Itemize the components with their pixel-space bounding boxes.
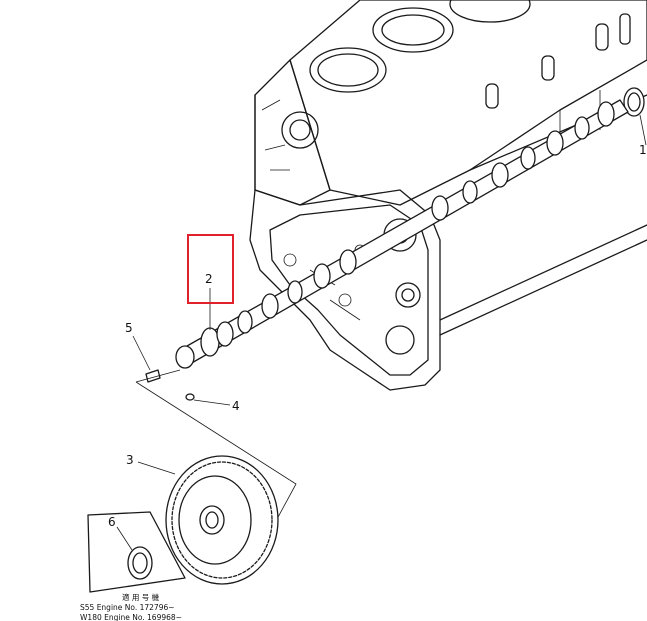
part-2-camshaft [175, 99, 629, 369]
part-5-pin [132, 335, 161, 383]
camshaft-lobes [200, 101, 615, 357]
callout-2: 2 [205, 272, 213, 286]
applicability-heading: 適 用 号 機 [122, 592, 160, 602]
callout-1: 1 [639, 143, 647, 157]
highlight-box [187, 234, 234, 304]
part-4-key [185, 393, 231, 406]
applicability-line-1: S55 Engine No. 172796~ [80, 603, 175, 612]
engine-block [249, 0, 647, 391]
applicability-line-2: W180 Engine No. 169968~ [80, 613, 182, 621]
part-3-cam-gear [137, 455, 279, 585]
part-1-seal [623, 87, 647, 146]
callout-3: 3 [126, 453, 134, 467]
applicability-box [87, 511, 186, 593]
callout-6: 6 [108, 515, 116, 529]
callout-5: 5 [125, 321, 133, 335]
callout-4: 4 [232, 399, 240, 413]
